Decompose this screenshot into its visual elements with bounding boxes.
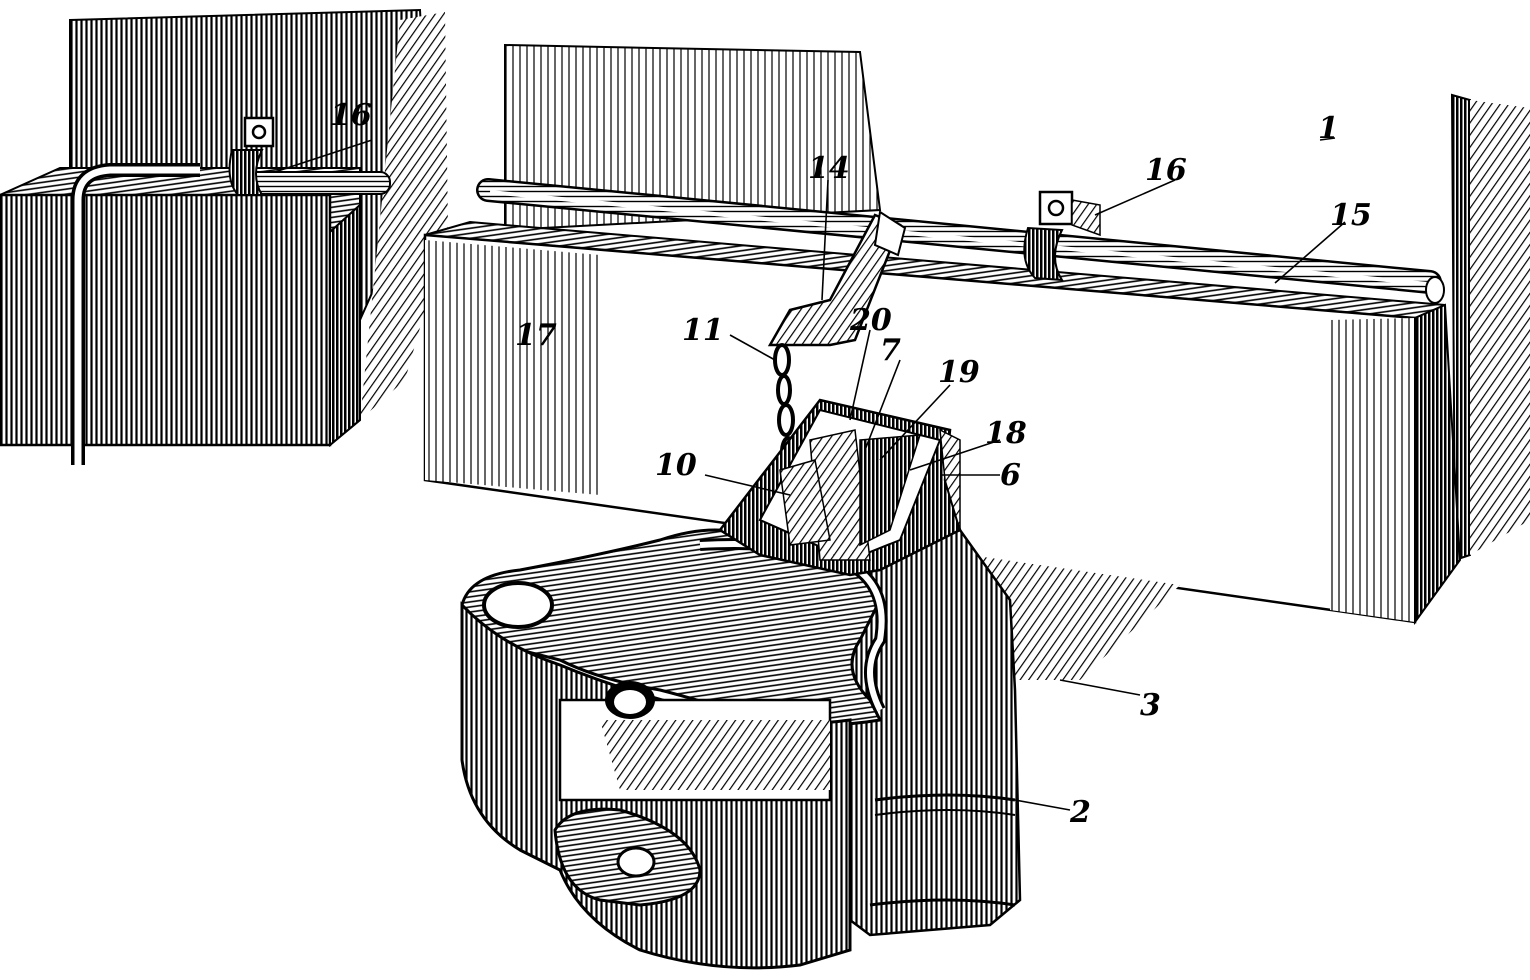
coupler-head: [460, 398, 1022, 970]
part-labels: 1 16 16 15 14 17 11 20 7 19 18 6 10 3 2: [330, 98, 1372, 830]
label-7: 7: [880, 333, 901, 368]
label-2: 2: [1069, 795, 1091, 830]
label-16-right: 16: [1145, 153, 1187, 188]
adjacent-car-body: [0, 8, 448, 465]
label-14: 14: [808, 151, 850, 186]
label-6: 6: [1000, 458, 1021, 493]
label-10: 10: [655, 448, 697, 483]
label-3: 3: [1140, 688, 1161, 723]
label-1: 1: [1318, 111, 1339, 146]
leader-lines: [274, 137, 1346, 811]
label-19: 19: [938, 355, 980, 390]
label-15: 15: [1330, 198, 1372, 233]
label-17: 17: [515, 318, 557, 353]
label-18: 18: [985, 416, 1027, 451]
label-11: 11: [682, 313, 724, 348]
label-20: 20: [849, 303, 892, 338]
label-16-left: 16: [330, 98, 372, 133]
